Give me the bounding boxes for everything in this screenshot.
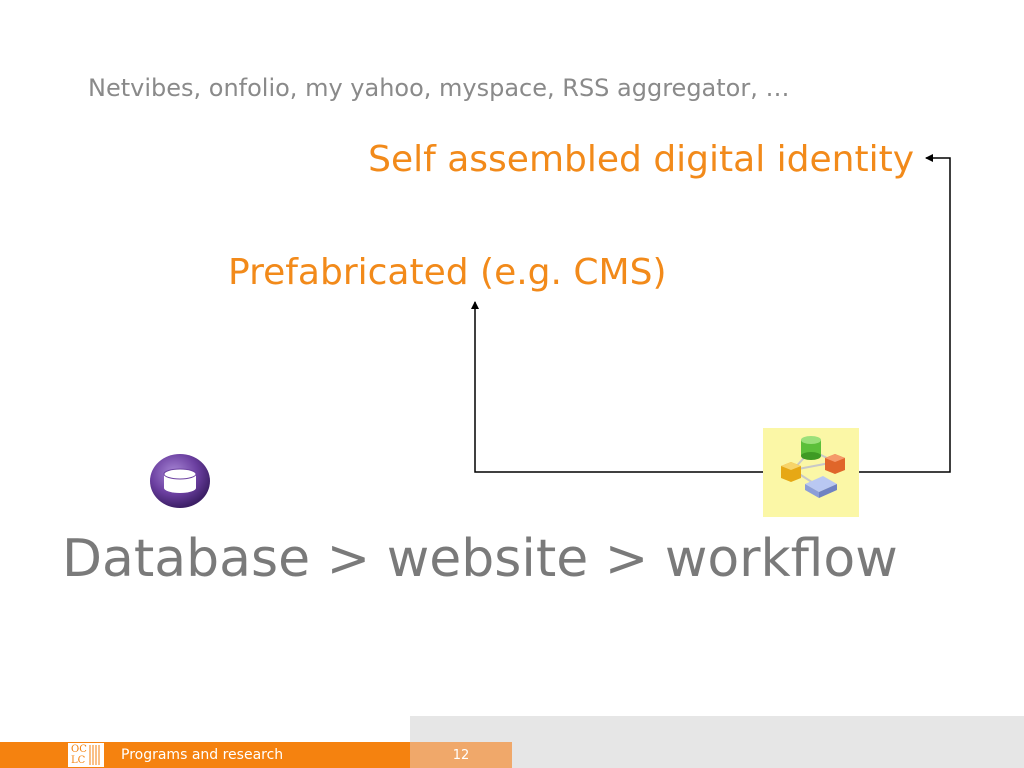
footer-text: Programs and research	[121, 747, 284, 763]
network-workflow-icon	[763, 428, 859, 517]
page-number: 12	[452, 748, 470, 763]
self-assembled-label: Self assembled digital identity	[368, 139, 914, 180]
page-number-box	[410, 742, 512, 768]
arrow-to-prefabricated	[471, 301, 763, 473]
footer-gray-band	[410, 716, 1024, 768]
prefabricated-label: Prefabricated (e.g. CMS)	[228, 252, 667, 293]
green-cylinder	[801, 436, 821, 460]
database-icon	[149, 452, 211, 508]
yellow-cube	[781, 462, 801, 482]
arrow-to-self-assembled	[859, 154, 951, 473]
subtitle: Netvibes, onfolio, my yahoo, myspace, RS…	[88, 74, 790, 102]
oclc-logo: OC LC	[68, 743, 104, 767]
orange-cube	[825, 454, 845, 474]
main-title: Database > website > workflow	[62, 529, 898, 589]
blue-box	[805, 476, 837, 498]
